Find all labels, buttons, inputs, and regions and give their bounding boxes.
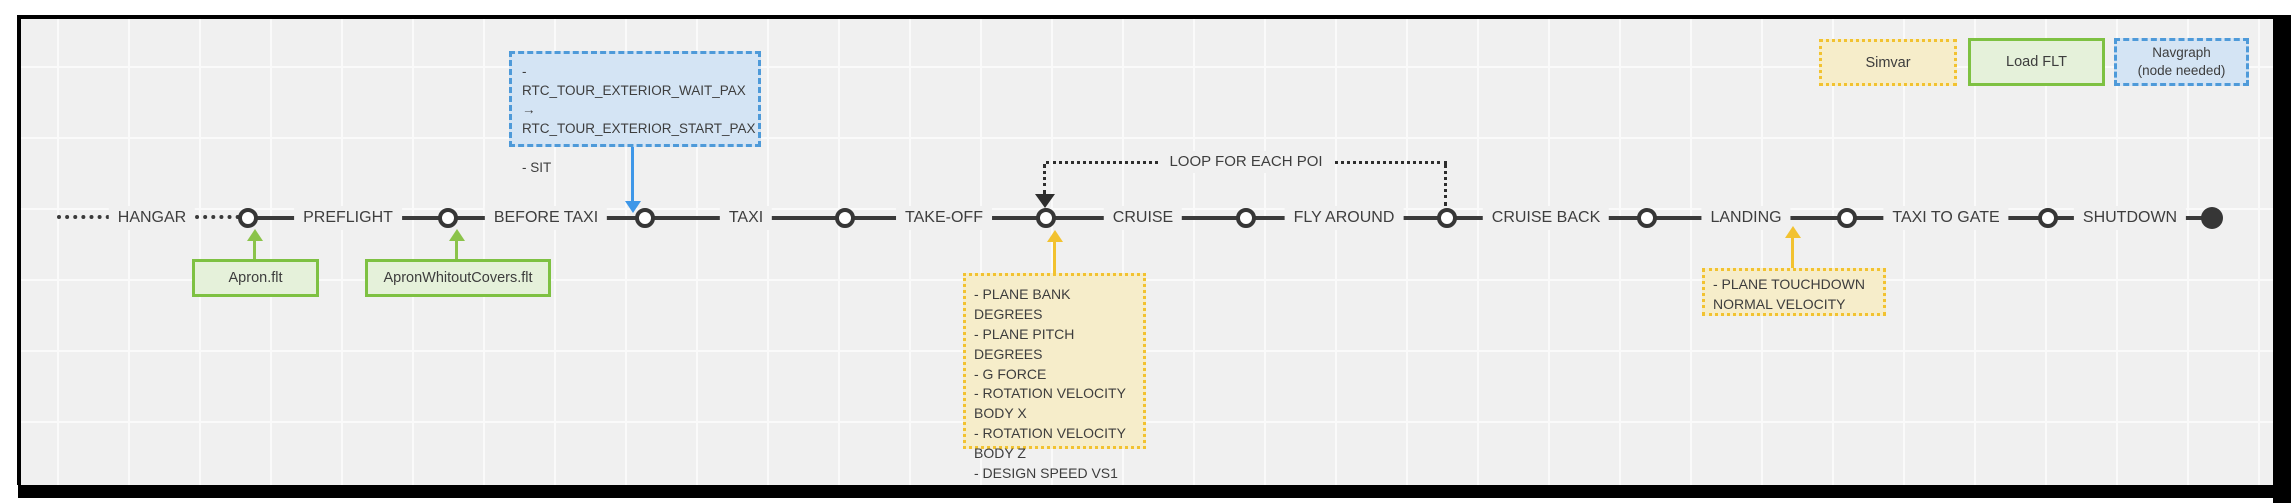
- phase-label-before-taxi: BEFORE TAXI: [484, 206, 608, 230]
- timeline-node-shutdown-end[interactable]: [2201, 207, 2223, 229]
- diagram-canvas[interactable]: [17, 15, 2273, 485]
- yellow-arrow-up-icon: [1785, 226, 1801, 238]
- navgraph-annotation-box[interactable]: - RTC_TOUR_EXTERIOR_WAIT_PAX → RTC_TOUR_…: [509, 51, 761, 175]
- phase-label-cruise-back: CRUISE BACK: [1482, 206, 1610, 230]
- phase-label-take-off: TAKE-OFF: [896, 206, 992, 230]
- green-arrow-up-icon: [449, 229, 465, 241]
- timeline-node-fly-around[interactable]: [1437, 208, 1457, 228]
- vertical-scrollbar[interactable]: [2273, 15, 2291, 503]
- timeline-node-before-taxi[interactable]: [635, 208, 655, 228]
- loop-label: LOOP FOR EACH POI: [1159, 151, 1333, 173]
- phase-label-fly-around: FLY AROUND: [1284, 206, 1404, 230]
- legend-navgraph[interactable]: Navgraph (node needed): [2114, 38, 2249, 86]
- phase-label-shutdown: SHUTDOWN: [2073, 206, 2187, 230]
- blue-arrow-line: [631, 147, 634, 201]
- phase-label-landing: LANDING: [1701, 206, 1791, 230]
- blue-arrow-down-icon: [625, 201, 641, 213]
- timeline-node-take-off[interactable]: [1036, 208, 1056, 228]
- loop-connector-right: [1444, 164, 1447, 206]
- yellow-arrow-line: [1053, 242, 1056, 273]
- phase-label-cruise: CRUISE: [1103, 206, 1183, 230]
- green-arrow-line: [253, 241, 256, 259]
- simvar-box-takeoff[interactable]: - PLANE BANK DEGREES - PLANE PITCH DEGRE…: [963, 273, 1146, 481]
- timeline-node-taxi-to-gate[interactable]: [2038, 208, 2058, 228]
- phase-label-taxi: TAXI: [719, 206, 773, 230]
- loop-arrowhead-down-icon: [1035, 194, 1055, 208]
- load-flt-box-apron[interactable]: Apron.flt: [192, 259, 319, 297]
- legend-load-flt[interactable]: Load FLT: [1968, 38, 2105, 86]
- timeline-node-taxi[interactable]: [835, 208, 855, 228]
- green-arrow-up-icon: [247, 229, 263, 241]
- green-arrow-line: [455, 241, 458, 259]
- phase-label-preflight: PREFLIGHT: [294, 206, 402, 230]
- loop-connector-left: [1043, 164, 1046, 194]
- timeline-line: [248, 216, 2212, 220]
- yellow-arrow-up-icon: [1047, 230, 1063, 242]
- legend-simvar[interactable]: Simvar: [1819, 39, 1957, 86]
- phase-label-hangar: HANGAR: [108, 206, 196, 230]
- timeline-node-landing[interactable]: [1837, 208, 1857, 228]
- timeline-node-hangar-end[interactable]: [238, 208, 258, 228]
- timeline-node-preflight[interactable]: [438, 208, 458, 228]
- phase-label-taxi-to-gate: TAXI TO GATE: [1883, 206, 2009, 230]
- yellow-arrow-line: [1791, 238, 1794, 268]
- load-flt-box-apron-without-covers[interactable]: ApronWhitoutCovers.flt: [365, 259, 551, 297]
- timeline-node-cruise[interactable]: [1236, 208, 1256, 228]
- timeline-node-cruise-back[interactable]: [1637, 208, 1657, 228]
- horizontal-scrollbar[interactable]: [18, 485, 2291, 498]
- simvar-box-landing[interactable]: - PLANE TOUCHDOWN NORMAL VELOCITY: [1702, 268, 1886, 316]
